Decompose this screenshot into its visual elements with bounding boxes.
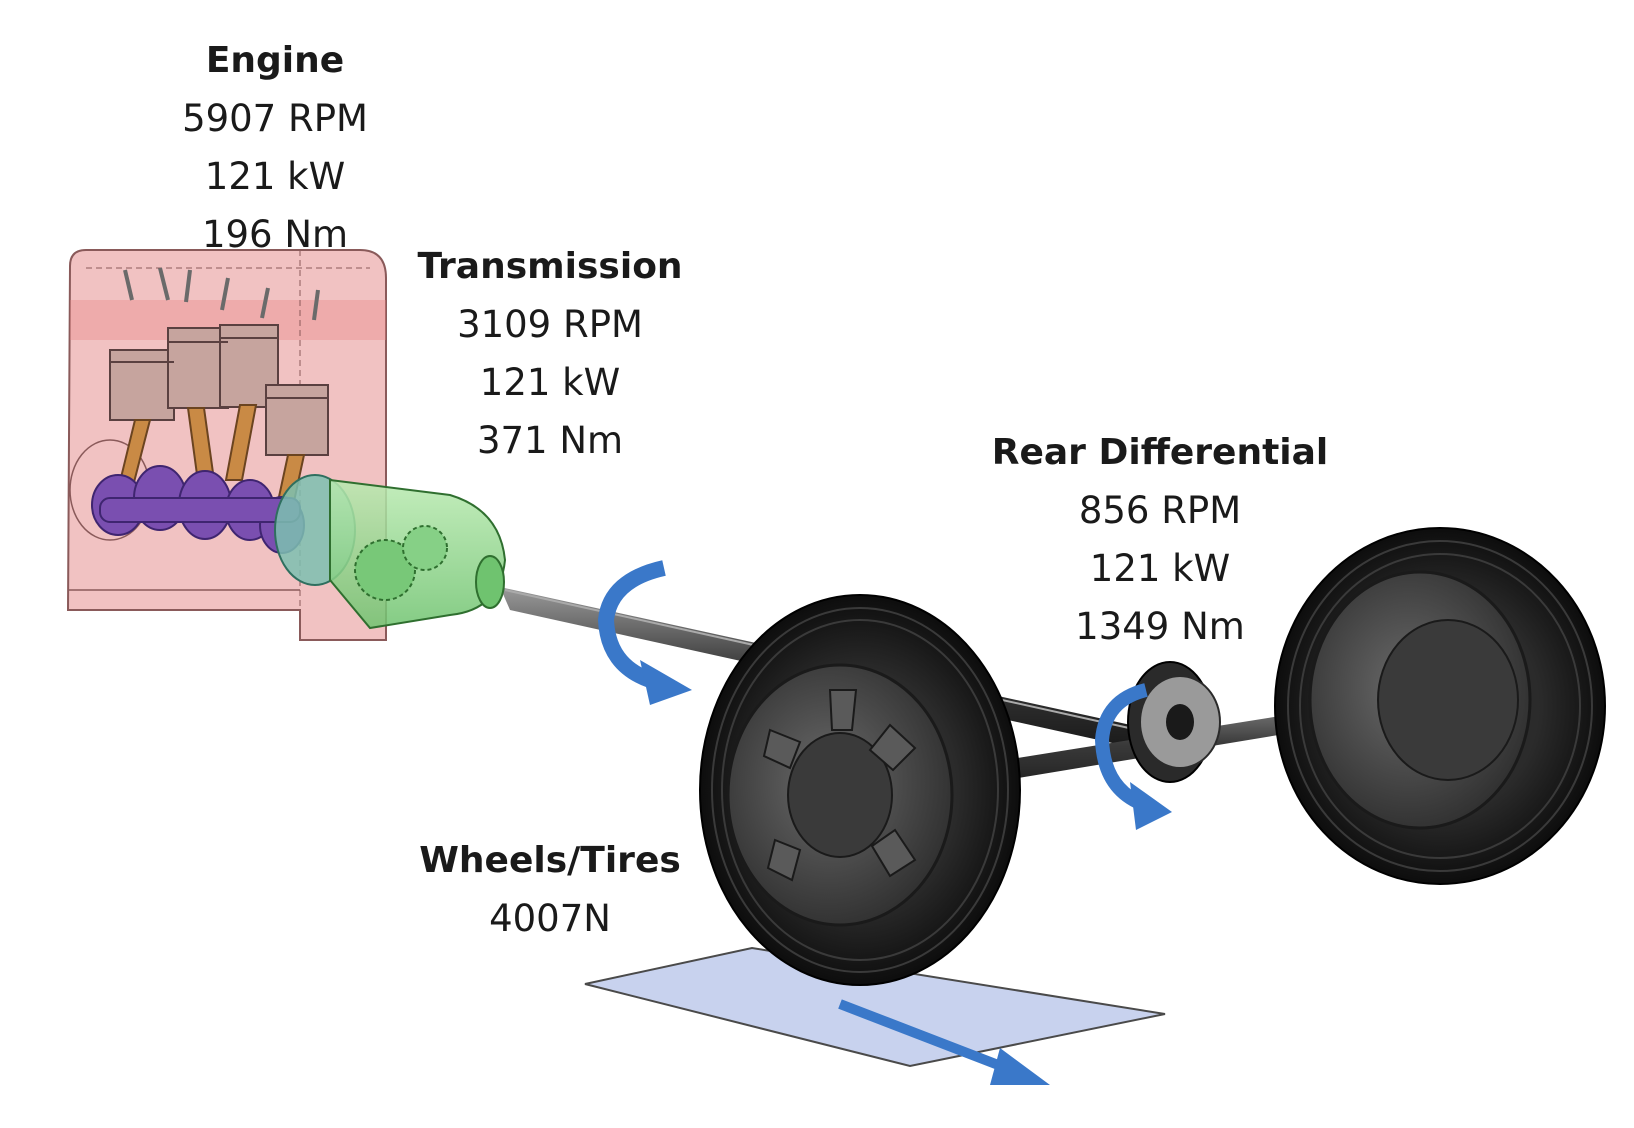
engine-power: 121 kW — [204, 155, 346, 198]
transmission-power: 121 kW — [479, 361, 621, 404]
differential-rotation-arrow-icon — [1094, 683, 1172, 830]
rear-wheel — [1274, 527, 1606, 885]
engine-torque: 196 Nm — [201, 213, 349, 256]
valves — [123, 267, 320, 321]
transmission-torque: 371 Nm — [476, 419, 624, 462]
wheels-tires-force: 4007N — [489, 897, 611, 940]
wheels-tires-label: Wheels/Tires 4007N — [400, 832, 700, 948]
engine-title: Engine — [205, 40, 345, 81]
shaft-rotation-arrow-icon — [597, 560, 692, 705]
engine-label: Engine 5907 RPM 121 kW 196 Nm — [150, 32, 400, 264]
rear-differential-rpm: 856 RPM — [1078, 489, 1242, 532]
wheels-tires-title: Wheels/Tires — [419, 840, 681, 881]
traction-force-arrow-icon — [838, 999, 1050, 1085]
front-wheel — [699, 594, 1021, 986]
rear-differential-power: 121 kW — [1089, 547, 1231, 590]
ground-contact-patch — [584, 946, 1166, 1068]
engine-rpm: 5907 RPM — [182, 97, 368, 140]
rear-differential-title: Rear Differential — [991, 432, 1329, 473]
transmission-label: Transmission 3109 RPM 121 kW 371 Nm — [400, 238, 700, 470]
transmission-rpm: 3109 RPM — [457, 303, 643, 346]
transmission-title: Transmission — [417, 246, 683, 287]
rear-differential-torque: 1349 Nm — [1075, 605, 1245, 648]
crankshaft — [91, 465, 305, 554]
transmission — [274, 474, 507, 630]
rear-differential — [1127, 661, 1221, 783]
rear-differential-label: Rear Differential 856 RPM 121 kW 1349 Nm — [980, 424, 1340, 656]
